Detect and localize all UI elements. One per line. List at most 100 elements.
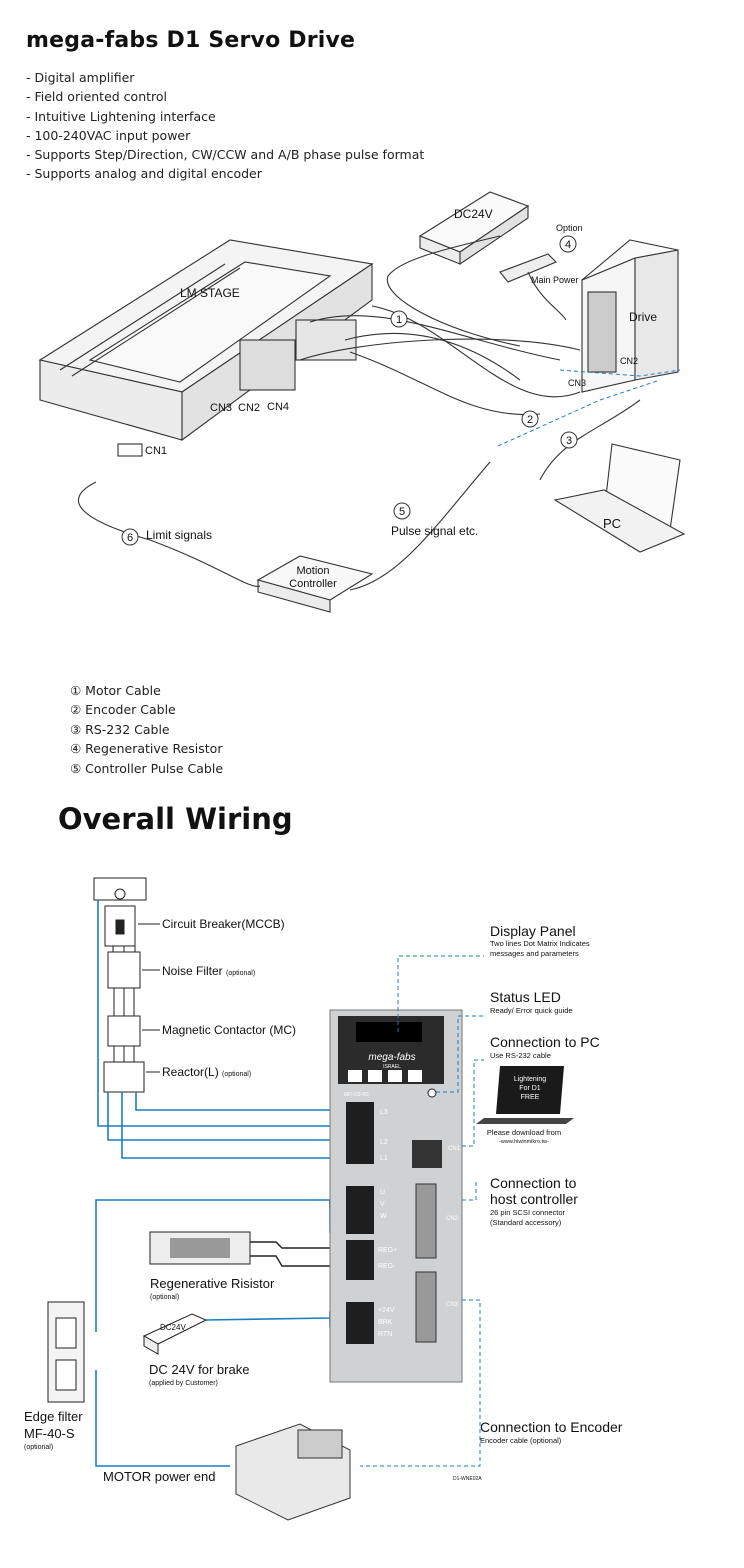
display-panel-desc-1: Two lines Dot Matrix Indicates	[490, 939, 590, 948]
dc24v-brake-box	[142, 1313, 208, 1355]
legend-item: ⑤ Controller Pulse Cable	[70, 760, 224, 776]
display-panel-desc-2: messages and parameters	[490, 949, 579, 958]
dc24v-label: DC24V	[454, 207, 493, 221]
feature-item: Supports Step/Direction, CW/CCW and A/B …	[26, 145, 424, 164]
drive-sub: ISRAEL	[383, 1064, 401, 1070]
marker-4: 4	[565, 239, 571, 251]
motion-controller-label-2: Controller	[289, 578, 337, 590]
terminal-l3: L3	[380, 1109, 388, 1116]
marker-6: 6	[127, 532, 133, 544]
magnetic-contactor-label: Magnetic Contactor (MC)	[162, 1023, 296, 1037]
marker-2: 2	[527, 414, 533, 426]
drive-cn3-label: CN3	[568, 378, 586, 388]
overall-wiring-title: Overall Wiring	[58, 802, 293, 836]
circuit-breaker-label: Circuit Breaker(MCCB)	[162, 917, 285, 931]
conn-pc-label: Connection to PC	[490, 1034, 600, 1050]
terminal-24v: +24V	[378, 1307, 395, 1314]
feature-item: Supports analog and digital encoder	[26, 164, 424, 183]
terminal-w: W	[380, 1213, 387, 1220]
terminal-regm: REG-	[378, 1263, 396, 1270]
cn3-label: CN3	[210, 402, 232, 414]
noise-filter	[107, 951, 141, 989]
feature-item: Field oriented control	[26, 87, 424, 106]
conn-encoder-label: Connection to Encoder	[480, 1419, 623, 1435]
cn1-connector	[117, 443, 143, 457]
circuit-breaker	[104, 905, 136, 947]
terminal-v: V	[380, 1201, 385, 1208]
legend-item: ④ Regenerative Resistor	[70, 741, 223, 757]
edge-filter-unit	[47, 1301, 85, 1403]
download-text-1: Please download from	[487, 1128, 561, 1137]
noise-filter-optional: (optional)	[226, 970, 255, 977]
terminal-u: U	[380, 1189, 385, 1196]
cn1-label: CN1	[145, 445, 167, 457]
download-text-2: -www.hiwinmikro.tw-	[499, 1139, 549, 1145]
cn4-label: CN4	[267, 401, 289, 413]
regen-resistor-unit	[149, 1231, 251, 1265]
terminal-l2: L2	[380, 1139, 388, 1146]
cn2-label: CN2	[238, 402, 260, 414]
feature-item: Intuitive Lightening interface	[26, 107, 424, 126]
feature-list: Digital amplifier Field oriented control…	[26, 68, 424, 184]
drive-unit	[329, 1009, 463, 1383]
conn-pc-desc: Use RS-232 cable	[490, 1051, 551, 1060]
edge-filter-label-2: MF-40-S	[24, 1426, 75, 1441]
limit-signals-label: Limit signals	[146, 528, 212, 542]
terminal-brk: BRK	[378, 1319, 393, 1326]
main-power-label: Main Power	[531, 275, 579, 285]
motor-unit	[235, 1423, 351, 1521]
cn1-side-label: CN1	[448, 1146, 461, 1152]
display-panel-label: Display Panel	[490, 923, 576, 939]
laptop-pc	[476, 1066, 574, 1124]
regen-optional: (optional)	[150, 1294, 179, 1301]
edge-filter-optional: (optional)	[24, 1444, 53, 1451]
pc-label: PC	[603, 516, 621, 531]
motor-power-end-label: MOTOR power end	[103, 1469, 215, 1484]
system-diagram: 1 2 3 4 5 6 DC24V Option Main Power Driv…	[38, 191, 686, 613]
magnetic-contactor	[107, 1015, 141, 1047]
status-led-desc: Ready/ Error quick guide	[490, 1006, 573, 1015]
status-led-label: Status LED	[490, 989, 561, 1005]
cn3-side-label: CN3	[446, 1302, 459, 1308]
drive-model: MFI-D2-R2	[344, 1092, 369, 1098]
conn-host-desc-2: (Standard accessory)	[490, 1218, 562, 1227]
marker-3: 3	[566, 435, 572, 447]
drive-cn2-label: CN2	[620, 356, 638, 366]
cable-legend: ① Motor Cable ② Encoder Cable ③ RS-232 C…	[70, 681, 223, 778]
drive-label: Drive	[629, 310, 657, 324]
option-label: Option	[556, 223, 583, 233]
dc24v-brake-sublabel: (applied by Customer)	[149, 1380, 218, 1387]
lm-stage-label: LM STAGE	[180, 286, 240, 300]
cn2-side-label: CN2	[446, 1216, 459, 1222]
conn-host-label-1: Connection to	[490, 1175, 577, 1191]
page-title: mega-fabs D1 Servo Drive	[26, 28, 356, 53]
conn-host-desc-1: 26 pin SCSI connector	[490, 1208, 566, 1217]
laptop-text-2: For D1	[519, 1085, 541, 1092]
marker-5: 5	[399, 506, 405, 518]
conn-encoder-desc: Encoder cable (optional)	[480, 1436, 562, 1445]
regen-resistor-label: Regenerative Risistor	[150, 1276, 275, 1291]
reactor-optional: (optional)	[222, 1071, 251, 1078]
terminal-rtn: RTN	[378, 1331, 392, 1338]
pulse-signal-label: Pulse signal etc.	[391, 524, 478, 538]
feature-item: Digital amplifier	[26, 68, 424, 87]
legend-item: ① Motor Cable	[70, 683, 161, 698]
reactor-label: Reactor(L)	[162, 1065, 219, 1079]
drive-brand: mega-fabs	[368, 1052, 415, 1063]
dc24v-brake-label: DC 24V for brake	[149, 1362, 249, 1377]
edge-filter-label-1: Edge filter	[24, 1409, 83, 1424]
terminal-regp: REG+	[378, 1247, 397, 1254]
legend-item: ② Encoder Cable	[70, 702, 176, 718]
conn-host-label-2: host controller	[490, 1191, 578, 1207]
legend-item: ③ RS-232 Cable	[70, 721, 170, 737]
laptop-text-3: FREE	[521, 1094, 540, 1101]
motion-controller-label-1: Motion	[296, 565, 329, 577]
terminal-l1: L1	[380, 1155, 388, 1162]
dc24v-box-label: DC24V	[160, 1323, 186, 1332]
regen-resistor	[499, 253, 557, 283]
marker-1: 1	[396, 314, 402, 326]
reactor	[103, 1061, 145, 1093]
lm-stage-carriage	[88, 261, 332, 383]
noise-filter-label: Noise Filter	[162, 964, 223, 978]
motor-block	[239, 339, 296, 391]
